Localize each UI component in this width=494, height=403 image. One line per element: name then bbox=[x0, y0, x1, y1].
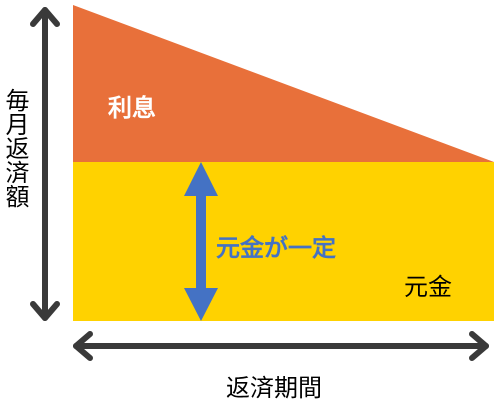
y-axis-arrow bbox=[30, 7, 60, 321]
principal-area bbox=[73, 162, 494, 321]
fixed-principal-label: 元金が一定 bbox=[216, 234, 336, 262]
x-axis-label: 返済期間 bbox=[226, 374, 322, 402]
interest-area bbox=[73, 5, 494, 162]
x-axis-arrow bbox=[73, 331, 489, 361]
interest-label: 利息 bbox=[108, 94, 156, 122]
y-axis-label: 毎月返済額 bbox=[1, 88, 29, 208]
principal-label: 元金 bbox=[404, 273, 452, 301]
fixed-principal-arrow bbox=[184, 162, 218, 321]
